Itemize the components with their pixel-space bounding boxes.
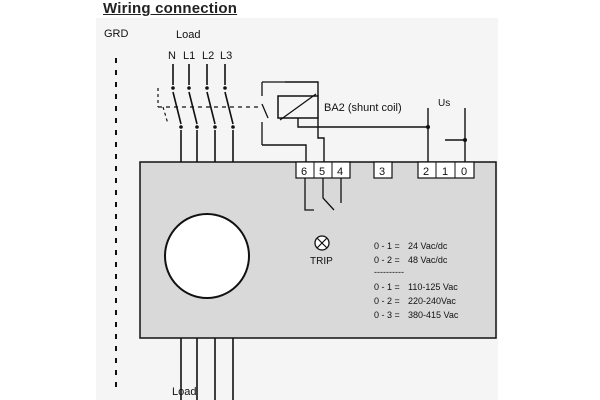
trip-label: TRIP [310,256,333,267]
control-wiring [262,81,466,162]
voltage-terminals-2: 0 - 2 = [374,255,400,265]
voltage-terminals-4: 0 - 2 = [374,296,400,306]
load-bottom-label: Load [172,386,196,398]
terminal-block [295,161,475,179]
voltage-terminals-5: 0 - 3 = [374,310,400,320]
terminal-2: 2 [423,166,429,178]
supply-label: Us [438,98,450,109]
load-top-label: Load [176,29,200,41]
phase-label-l3: L3 [220,50,232,62]
voltage-value-1: 24 Vac/dc [408,241,448,251]
voltage-terminals-1: 0 - 1 = [374,241,400,251]
terminal-4: 4 [337,166,343,178]
phase-label-l1: L1 [183,50,195,62]
shunt-coil-diagonal [279,93,317,121]
voltage-value-3: 110-125 Vac [408,282,458,292]
voltage-value-4: 220-240Vac [408,296,456,306]
voltage-table: 0 - 1 = 24 Vac/dc 0 - 2 = 48 Vac/dc ----… [374,241,459,320]
page-title: Wiring connection [103,0,238,17]
auxiliary-contact [261,81,285,145]
terminal-5: 5 [319,166,325,178]
terminal-0: 0 [461,166,467,178]
voltage-separator: ---------- [374,267,404,277]
shunt-coil-label: BA2 (shunt coil) [324,102,402,114]
phase-label-l2: L2 [202,50,214,62]
ground-label: GRD [104,28,129,40]
voltage-value-2: 48 Vac/dc [408,255,448,265]
terminal-1: 1 [442,166,448,178]
contact-points [171,86,235,129]
terminal-6: 6 [301,166,307,178]
output-contact [304,178,342,211]
terminal-3: 3 [379,166,385,178]
voltage-value-5: 380-415 Vac [408,310,459,320]
phase-label-n: N [168,50,176,62]
current-transformer [164,213,250,299]
voltage-terminals-3: 0 - 1 = [374,282,400,292]
